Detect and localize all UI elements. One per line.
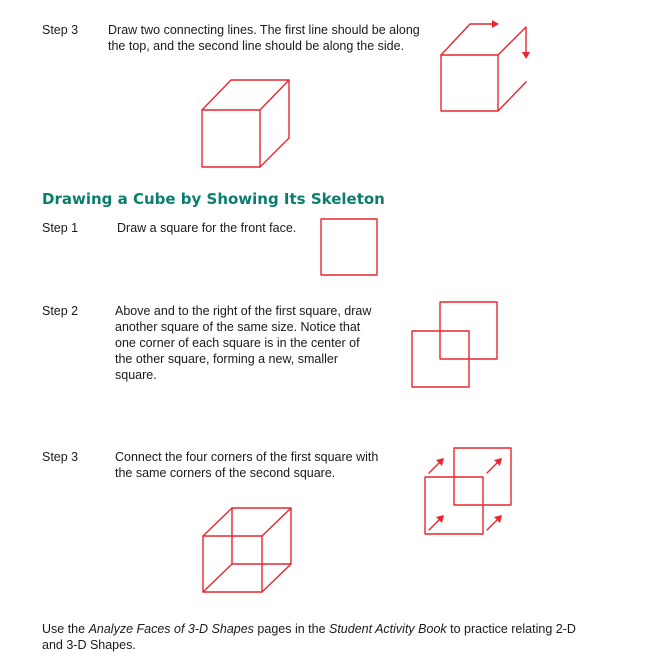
diagonal-arrow-icon xyxy=(436,458,444,466)
skeleton-edge xyxy=(202,563,233,593)
step-2-text-line: Above and to the right of the first squa… xyxy=(115,304,372,318)
footer-note: Use the Analyze Faces of 3-D Shapes page… xyxy=(42,621,642,653)
corner-connector xyxy=(428,518,441,531)
step-2-text-line: another square of the same size. Notice … xyxy=(115,320,361,334)
step-3-text-line: Connect the four corners of the first sq… xyxy=(115,450,379,464)
footer-italic-title: Analyze Faces of 3-D Shapes xyxy=(88,622,254,636)
step-2-text-line: the other square, forming a new, smaller xyxy=(115,352,339,366)
footer-text: to practice relating 2-D xyxy=(446,622,576,636)
diagonal-arrow-icon xyxy=(494,458,502,466)
step-2-text-line: one corner of each square is in the cent… xyxy=(115,336,360,350)
skeleton-edge xyxy=(261,563,292,593)
down-arrow-icon xyxy=(522,52,530,59)
step-2-text: Above and to the right of the first squa… xyxy=(115,303,405,383)
side-connecting-line xyxy=(497,26,527,56)
corner-connector xyxy=(428,461,441,474)
top-step-text-line: the top, and the second line should be a… xyxy=(108,39,405,53)
front-face-square xyxy=(440,54,499,112)
step-3-text: Connect the four corners of the first sq… xyxy=(115,449,415,481)
footer-text: Use the xyxy=(42,622,89,636)
diagonal-arrow-icon xyxy=(436,515,444,523)
diagonal-arrow-icon xyxy=(494,515,502,523)
back-square xyxy=(439,301,498,360)
lower-side-line xyxy=(497,81,527,112)
cube-top-face xyxy=(201,79,290,111)
step-3-text-line: the same corners of the second square. xyxy=(115,466,336,480)
cube-side-face xyxy=(259,79,290,168)
top-step-text-line: Draw two connecting lines. The first lin… xyxy=(108,23,420,37)
corner-connector xyxy=(486,518,499,531)
footer-line-1: Use the Analyze Faces of 3-D Shapes page… xyxy=(42,621,642,637)
step-2-text-line: square. xyxy=(115,368,157,382)
front-square xyxy=(320,218,378,276)
corner-connector xyxy=(486,461,499,474)
back-square xyxy=(453,447,512,506)
footer-line-2: and 3-D Shapes. xyxy=(42,638,136,652)
step-2-label: Step 2 xyxy=(42,304,79,318)
skeleton-edge xyxy=(202,507,233,537)
cube-front-face xyxy=(201,109,261,168)
step-1-label: Step 1 xyxy=(42,221,79,235)
section-heading: Drawing a Cube by Showing Its Skeleton xyxy=(42,190,385,208)
top-step-label: Step 3 xyxy=(42,23,79,37)
footer-text: pages in the xyxy=(253,622,329,636)
right-arrow-icon xyxy=(492,20,499,28)
skeleton-edge xyxy=(261,507,292,537)
top-step-text: Draw two connecting lines. The first lin… xyxy=(108,22,448,54)
top-connecting-line xyxy=(440,23,493,56)
step-3-label: Step 3 xyxy=(42,450,79,464)
skeleton-back-square xyxy=(231,507,292,565)
footer-italic-book: Student Activity Book xyxy=(329,622,447,636)
step-1-text: Draw a square for the front face. xyxy=(117,221,297,235)
